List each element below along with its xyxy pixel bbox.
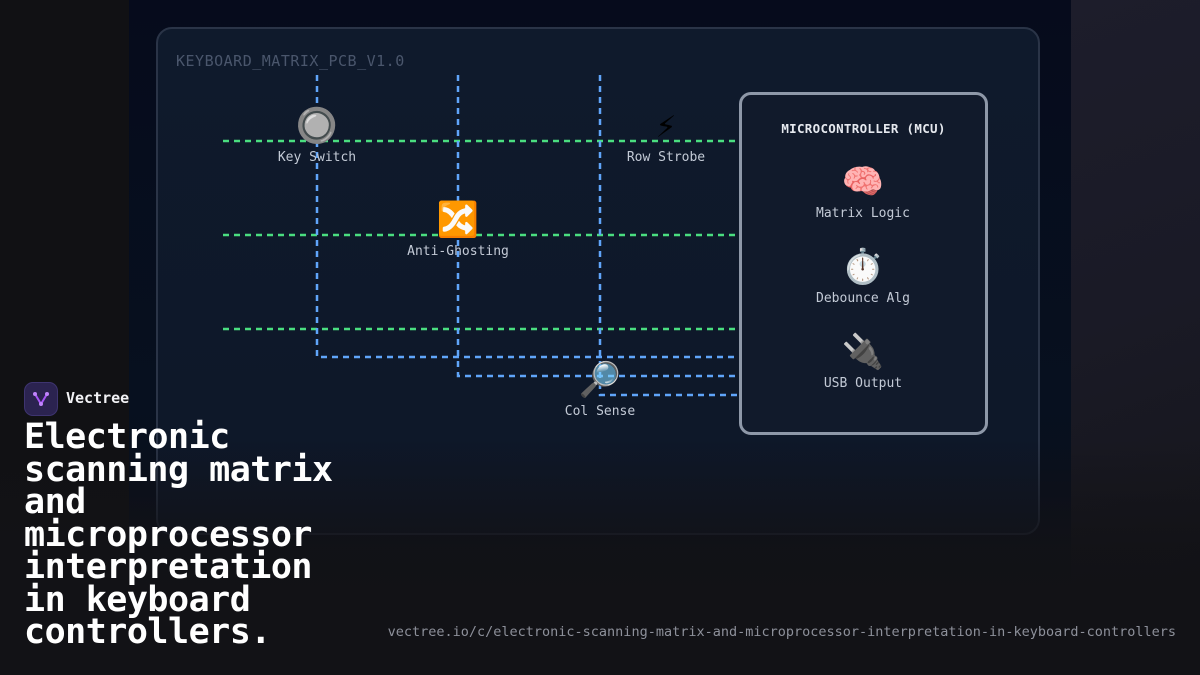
page-headline: Electronic scanning matrix and microproc… — [24, 417, 333, 652]
node-key-switch: 🔘 Key Switch — [237, 106, 397, 165]
node-row-strobe: ⚡ Row Strobe — [586, 106, 746, 165]
lightning-icon: ⚡ — [655, 106, 677, 146]
brand-name: Vectree — [66, 389, 130, 407]
pcb-title: KEYBOARD_MATRIX_PCB_V1.0 — [176, 52, 405, 70]
mcu-label-matrix-logic: Matrix Logic — [816, 206, 910, 221]
node-anti-ghosting: 🔀 Anti-Ghosting — [378, 200, 538, 259]
col-trace-2 — [456, 75, 739, 378]
page-url: vectree.io/c/electronic-scanning-matrix-… — [387, 624, 1176, 640]
brain-icon: 🧠 — [841, 162, 885, 202]
node-label-anti-ghosting: Anti-Ghosting — [407, 244, 509, 259]
vectree-logo-icon — [24, 382, 58, 416]
mcu-item-debounce: ⏱️ Debounce Alg — [783, 247, 943, 306]
mcu-box — [739, 92, 988, 435]
mcu-item-usb-output: 🔌 USB Output — [783, 332, 943, 391]
plug-icon: 🔌 — [841, 332, 885, 372]
node-label-row-strobe: Row Strobe — [626, 150, 706, 165]
mcu-title: MICROCONTROLLER (MCU) — [781, 121, 946, 136]
node-label-col-sense: Col Sense — [564, 404, 636, 419]
bottom-fade-overlay — [0, 440, 1200, 675]
stopwatch-icon: ⏱️ — [841, 247, 885, 287]
magnifier-icon: 🔎 — [578, 360, 622, 400]
node-label-key-switch: Key Switch — [277, 150, 357, 165]
node-col-sense: 🔎 Col Sense — [520, 360, 680, 419]
shuffle-icon: 🔀 — [436, 200, 480, 240]
col-trace-3 — [598, 75, 739, 397]
key-switch-icon: 🔘 — [295, 106, 339, 146]
mcu-label-usb-output: USB Output — [823, 376, 903, 391]
mcu-label-debounce: Debounce Alg — [816, 291, 910, 306]
col-trace-1 — [315, 75, 739, 359]
mcu-item-matrix-logic: 🧠 Matrix Logic — [783, 162, 943, 221]
